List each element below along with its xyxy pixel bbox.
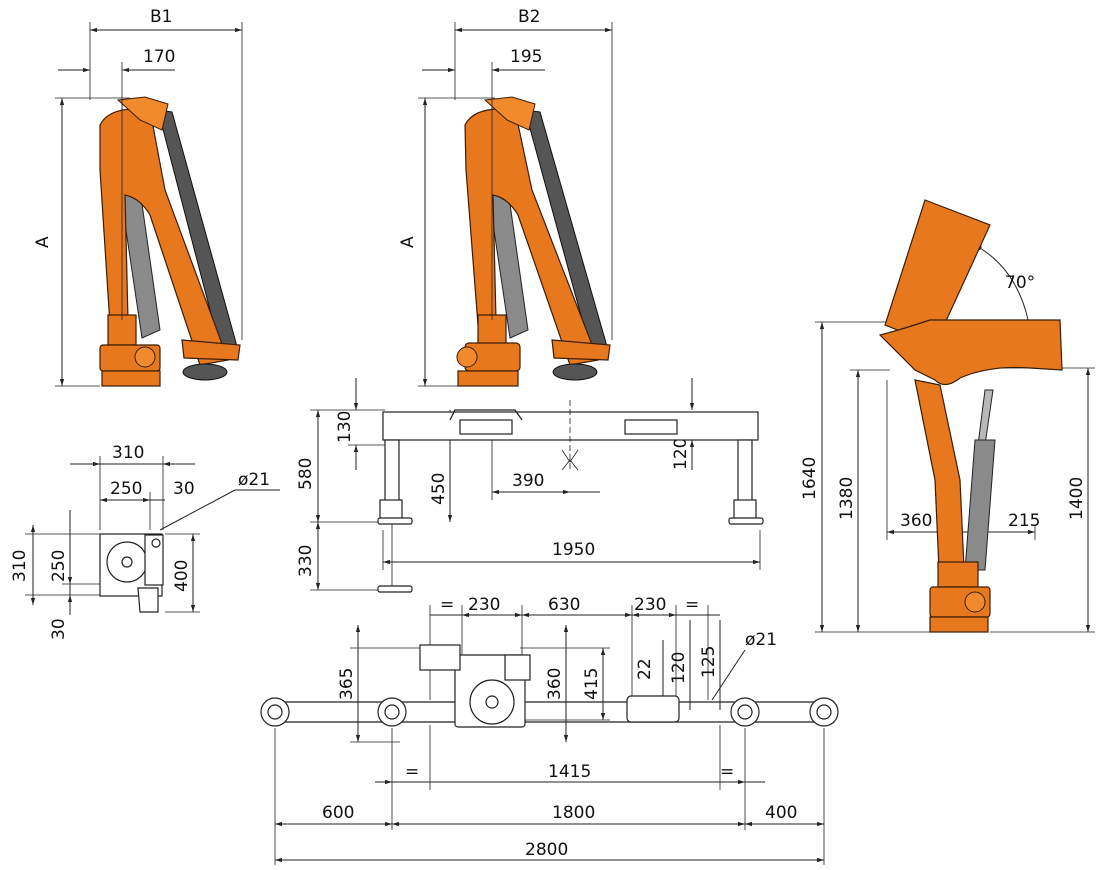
dim-415: 415 — [582, 668, 602, 700]
dim-390: 390 — [512, 471, 544, 491]
dim-330: 330 — [296, 545, 316, 577]
base-plan-view: = 230 630 230 = 365 360 415 22 120 125 ø… — [260, 595, 839, 865]
dim-eq-1: = — [440, 595, 454, 615]
dim-b2: B2 — [518, 7, 540, 27]
dim-1640: 1640 — [800, 457, 820, 500]
dim-a-left: A — [33, 236, 53, 248]
dim-360-b: 360 — [545, 668, 565, 700]
dim-130: 130 — [335, 411, 355, 443]
dim-2800: 2800 — [525, 840, 568, 860]
dim-eq-3: = — [405, 762, 419, 782]
dim-310-side: 310 — [10, 550, 30, 582]
dim-360-right: 360 — [900, 511, 932, 531]
dim-600: 600 — [322, 803, 354, 823]
dim-phi21-top: ø21 — [238, 470, 270, 490]
dim-eq-4: = — [720, 762, 734, 782]
dim-1380: 1380 — [837, 477, 857, 520]
dim-120-a: 120 — [671, 438, 691, 470]
base-top-view: 310 250 30 ø21 310 250 30 400 — [10, 443, 280, 640]
dim-250-top: 250 — [110, 479, 142, 499]
dim-580: 580 — [296, 458, 316, 490]
dim-215: 215 — [1008, 511, 1040, 531]
folded-crane-view-2: B2 195 A — [398, 7, 613, 387]
dim-310-top: 310 — [112, 443, 144, 463]
dim-170: 170 — [143, 47, 175, 67]
dim-a-mid: A — [398, 236, 418, 248]
dim-230-a: 230 — [468, 595, 500, 615]
dim-22: 22 — [635, 658, 655, 680]
dim-250-side: 250 — [49, 550, 69, 582]
dim-b1: B1 — [150, 7, 172, 27]
dim-400-bottom: 400 — [765, 803, 797, 823]
dim-1800: 1800 — [552, 803, 595, 823]
dim-phi21-bottom: ø21 — [745, 630, 777, 650]
folded-crane-view-1: B1 170 A — [33, 7, 243, 387]
dim-30-side: 30 — [49, 618, 69, 640]
dim-angle-70: 70° — [1005, 273, 1035, 293]
base-frame-front-view: 580 330 130 450 390 120 1950 — [296, 378, 764, 593]
dim-30-top: 30 — [173, 479, 195, 499]
dim-1415: 1415 — [548, 762, 591, 782]
crane-operating-view: 1640 1380 1400 360 215 70° — [800, 199, 1095, 633]
dim-400-side: 400 — [172, 560, 192, 592]
dim-195: 195 — [510, 47, 542, 67]
dim-230-b: 230 — [634, 595, 666, 615]
dim-630: 630 — [548, 595, 580, 615]
dim-eq-2: = — [685, 595, 699, 615]
dim-450: 450 — [429, 473, 449, 505]
dim-120-b: 120 — [669, 652, 689, 684]
dim-1950: 1950 — [552, 540, 595, 560]
dim-125: 125 — [699, 646, 719, 678]
dim-1400: 1400 — [1067, 477, 1087, 520]
dim-365: 365 — [337, 668, 357, 700]
